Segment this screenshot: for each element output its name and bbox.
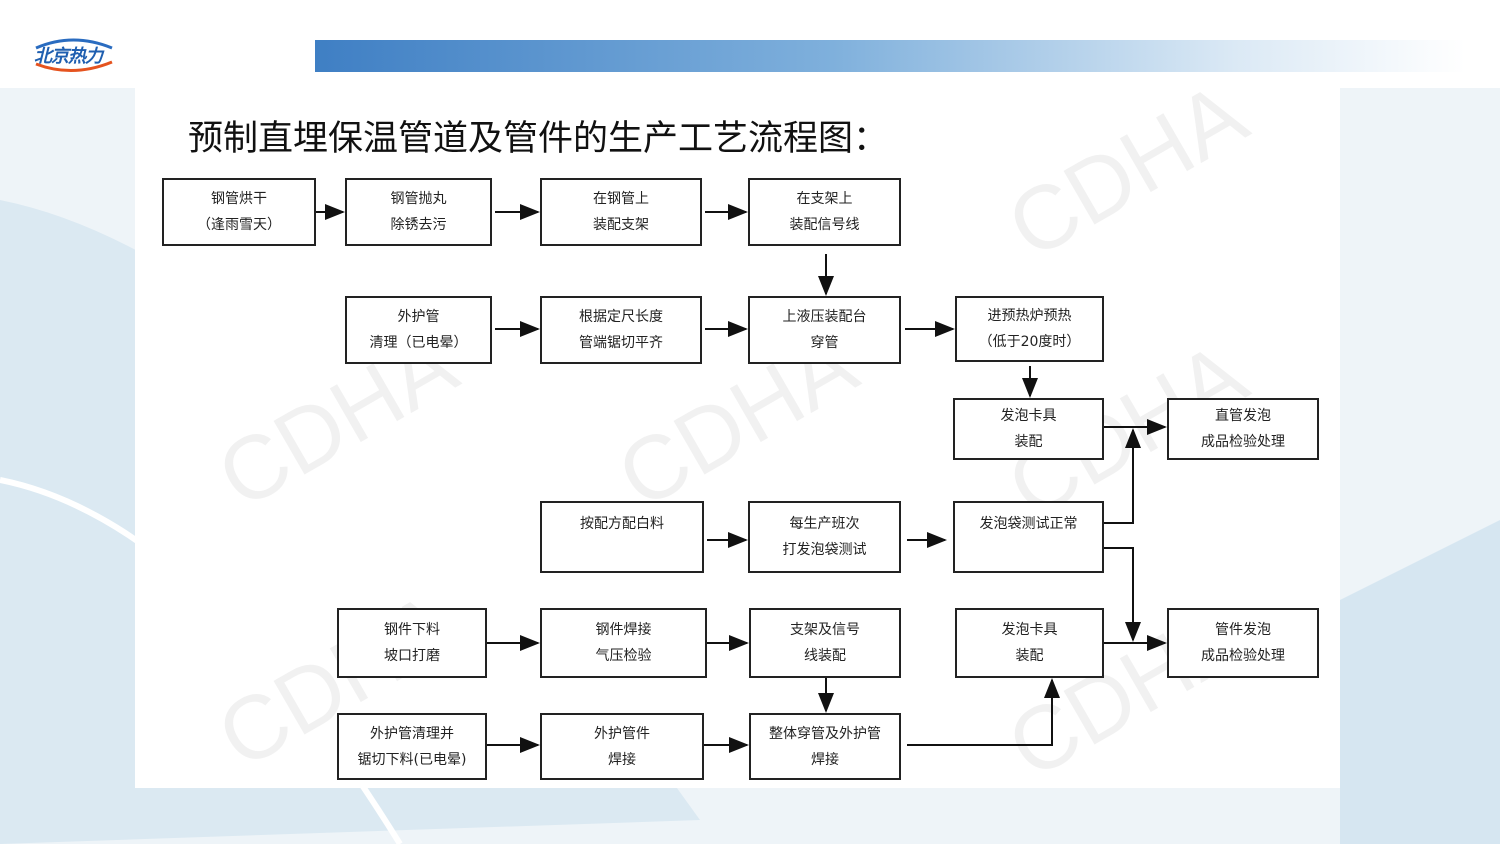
step-text: 进预热炉预热 xyxy=(987,308,1072,324)
step-text: 外护管 xyxy=(397,309,440,325)
step-text: 发泡袋测试正常 xyxy=(979,516,1078,532)
step-text: 每生产班次 xyxy=(789,516,860,532)
step-text: 直管发泡 xyxy=(1215,408,1271,424)
step-support-signal-assembly: 支架及信号线装配 xyxy=(749,608,901,678)
page-title: 预制直埋保温管道及管件的生产工艺流程图： xyxy=(188,119,889,159)
step-text: 外护管清理并 xyxy=(370,725,454,742)
step-text: 管端锯切平齐 xyxy=(579,335,663,351)
step-text: 钢件焊接 xyxy=(595,622,652,638)
step-full-assembly-welding: 整体穿管及外护管焊接 xyxy=(749,713,901,780)
logo: 北京热力 xyxy=(34,46,103,67)
step-text: 整体穿管及外护管 xyxy=(769,725,881,742)
logo-swoosh-icon xyxy=(35,38,113,73)
step-assemble-signal-wire: 在支架上装配信号线 xyxy=(748,178,901,246)
step-text: 按配方配白料 xyxy=(580,516,664,532)
step-text: 外护管件 xyxy=(594,725,650,742)
step-text: 线装配 xyxy=(804,648,846,664)
step-text: 装配 xyxy=(1014,434,1043,450)
step-text: （低于20度时） xyxy=(978,334,1081,350)
step-foam-test-ok: 发泡袋测试正常 xyxy=(953,501,1104,573)
step-steel-pipe-drying: 钢管烘干 （逢雨雪天） xyxy=(162,178,316,246)
step-text: 坡口打磨 xyxy=(384,648,440,664)
step-text: 发泡卡具 xyxy=(1001,622,1058,638)
step-hydraulic-threading: 上液压装配台穿管 xyxy=(748,296,901,364)
step-text: （逢雨雪天） xyxy=(197,217,281,233)
header-banner xyxy=(315,40,1465,72)
step-assemble-support: 在钢管上装配支架 xyxy=(540,178,702,246)
step-outer-fitting-welding: 外护管件焊接 xyxy=(540,713,704,780)
step-text: 焊接 xyxy=(608,751,636,768)
step-text: 上液压装配台 xyxy=(782,309,867,325)
step-text: 除锈去污 xyxy=(390,217,447,233)
step-text: 钢件下料 xyxy=(384,622,440,638)
step-outer-pipe-clean: 外护管清理（已电晕） xyxy=(345,296,492,364)
step-text: 锯切下料(已电晕) xyxy=(357,751,467,768)
step-foam-bag-test: 每生产班次打发泡袋测试 xyxy=(748,501,901,573)
step-text: 焊接 xyxy=(811,751,839,768)
step-cut-to-length: 根据定尺长度管端锯切平齐 xyxy=(540,296,702,364)
step-straight-pipe-foaming: 直管发泡成品检验处理 xyxy=(1167,398,1319,460)
step-text: 在钢管上 xyxy=(593,191,649,207)
step-text: 装配 xyxy=(1015,648,1044,664)
step-text: 钢管抛丸 xyxy=(390,191,447,207)
step-text: 支架及信号 xyxy=(790,622,860,638)
step-text: 打发泡袋测试 xyxy=(782,542,867,558)
step-foam-fixture-2: 发泡卡具装配 xyxy=(955,608,1104,678)
step-text: 装配信号线 xyxy=(789,217,860,233)
step-text: 成品检验处理 xyxy=(1201,648,1285,664)
step-fitting-foaming: 管件发泡成品检验处理 xyxy=(1167,608,1319,678)
step-text: 气压检验 xyxy=(595,648,652,664)
step-steel-cutting: 钢件下料坡口打磨 xyxy=(337,608,487,678)
step-text: 根据定尺长度 xyxy=(579,309,663,325)
step-text: 穿管 xyxy=(810,335,839,351)
step-outer-pipe-cutting: 外护管清理并锯切下料(已电晕) xyxy=(337,713,487,780)
step-text: 清理（已电晕） xyxy=(369,335,468,351)
step-foam-fixture-1: 发泡卡具装配 xyxy=(953,398,1104,460)
step-text: 在支架上 xyxy=(796,191,853,207)
step-steel-welding: 钢件焊接气压检验 xyxy=(540,608,707,678)
step-shot-blasting: 钢管抛丸除锈去污 xyxy=(345,178,492,246)
step-text: 钢管烘干 xyxy=(211,191,267,207)
step-text: 发泡卡具 xyxy=(1000,408,1057,424)
step-text: 装配支架 xyxy=(593,217,649,233)
step-preheat: 进预热炉预热 （低于20度时） xyxy=(955,296,1104,362)
step-text: 成品检验处理 xyxy=(1201,434,1285,450)
step-text: 管件发泡 xyxy=(1215,622,1271,638)
step-mix-white-material: 按配方配白料 xyxy=(540,501,704,573)
